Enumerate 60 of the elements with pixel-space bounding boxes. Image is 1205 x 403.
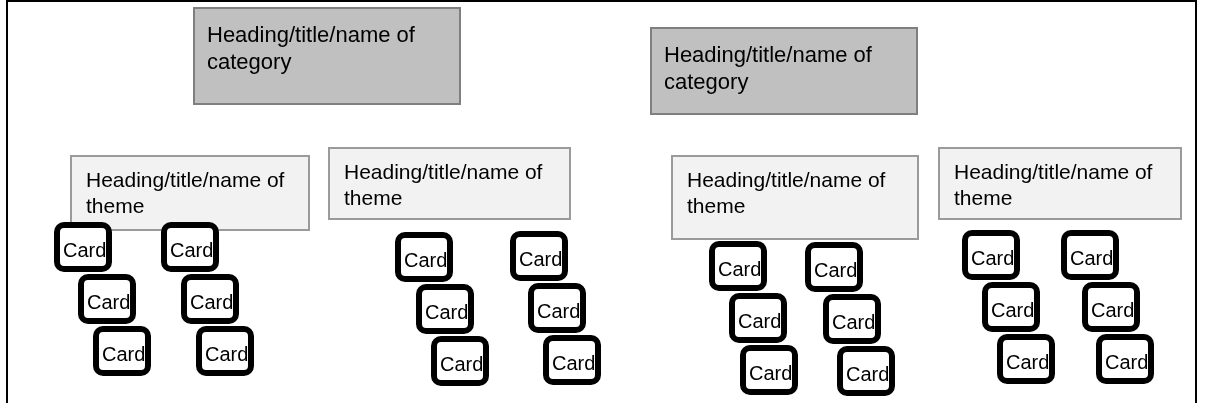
card-label: Card (87, 291, 131, 313)
card (997, 334, 1055, 384)
card-label: Card (1105, 351, 1149, 373)
card-label: Card (814, 259, 858, 281)
card (982, 282, 1040, 332)
theme-box (938, 147, 1182, 220)
card (161, 222, 219, 272)
card-label: Card (846, 363, 890, 385)
card (181, 274, 239, 324)
card-label: Card (991, 299, 1035, 321)
theme-box (671, 155, 919, 240)
heading-text: Heading/title/name of theme (344, 159, 544, 211)
card (1082, 282, 1140, 332)
card-label: Card (170, 239, 214, 261)
card-label: Card (404, 249, 448, 271)
card (78, 274, 136, 324)
card (1096, 334, 1154, 384)
card (837, 346, 895, 396)
card (709, 241, 767, 291)
card (805, 242, 863, 292)
card-label: Card (440, 353, 484, 375)
card (823, 294, 881, 344)
category-box (650, 27, 918, 115)
card-label: Card (749, 362, 793, 384)
card-label: Card (102, 343, 146, 365)
card (395, 232, 453, 282)
category-box (193, 7, 461, 105)
card-label: Card (1091, 299, 1135, 321)
card-label: Card (537, 300, 581, 322)
card-label: Card (519, 248, 563, 270)
card (431, 336, 489, 386)
card (543, 335, 601, 385)
card-label: Card (1070, 247, 1114, 269)
heading-text: Heading/title/name of category (207, 21, 416, 75)
heading-text: Heading/title/name of theme (86, 167, 286, 219)
heading-text: Heading/title/name of theme (687, 167, 887, 219)
heading-text: Heading/title/name of category (664, 41, 873, 95)
heading-text: Heading/title/name of theme (954, 159, 1154, 211)
card (1061, 230, 1119, 280)
card-label: Card (832, 311, 876, 333)
card (729, 293, 787, 343)
card (740, 345, 798, 395)
card (528, 283, 586, 333)
card-label: Card (971, 247, 1015, 269)
card-label: Card (552, 352, 596, 374)
card-label: Card (205, 343, 249, 365)
card (196, 326, 254, 376)
card-label: Card (190, 291, 234, 313)
card (962, 230, 1020, 280)
theme-box (328, 147, 571, 220)
card-label: Card (425, 301, 469, 323)
card-label: Card (738, 310, 782, 332)
theme-box (70, 155, 310, 231)
card (93, 326, 151, 376)
card-label: Card (1006, 351, 1050, 373)
card (54, 222, 112, 272)
card (510, 231, 568, 281)
card (416, 284, 474, 334)
card-label: Card (63, 239, 107, 261)
card-label: Card (718, 258, 762, 280)
